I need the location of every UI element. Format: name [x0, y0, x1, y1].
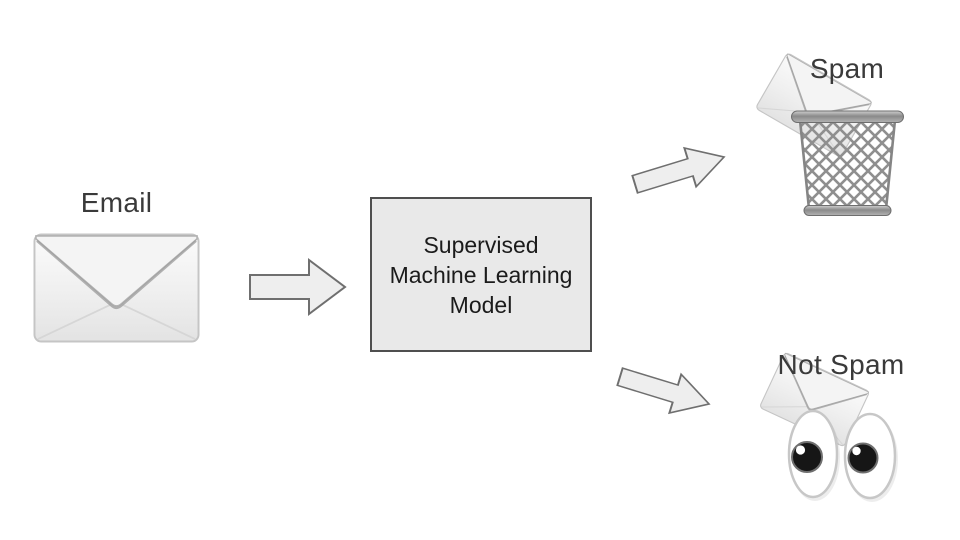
arrow-model-to-spam-icon [627, 135, 734, 207]
wire-trash-basket-icon [791, 110, 904, 216]
model-label-line-1: Supervised [423, 231, 539, 258]
model-label-line-2: Machine Learning [389, 261, 573, 288]
model-label-line-3: Model [449, 291, 513, 318]
eyes-icon [787, 409, 898, 502]
not-spam-label: Not Spam [777, 349, 905, 380]
arrow-email-to-model-icon [248, 257, 348, 317]
model-box: Supervised Machine Learning Model [370, 197, 592, 352]
envelope-icon [33, 229, 200, 347]
arrow-model-to-not-spam-icon [612, 355, 719, 427]
spam-label: Spam [809, 53, 885, 84]
email-label: Email [80, 187, 153, 218]
